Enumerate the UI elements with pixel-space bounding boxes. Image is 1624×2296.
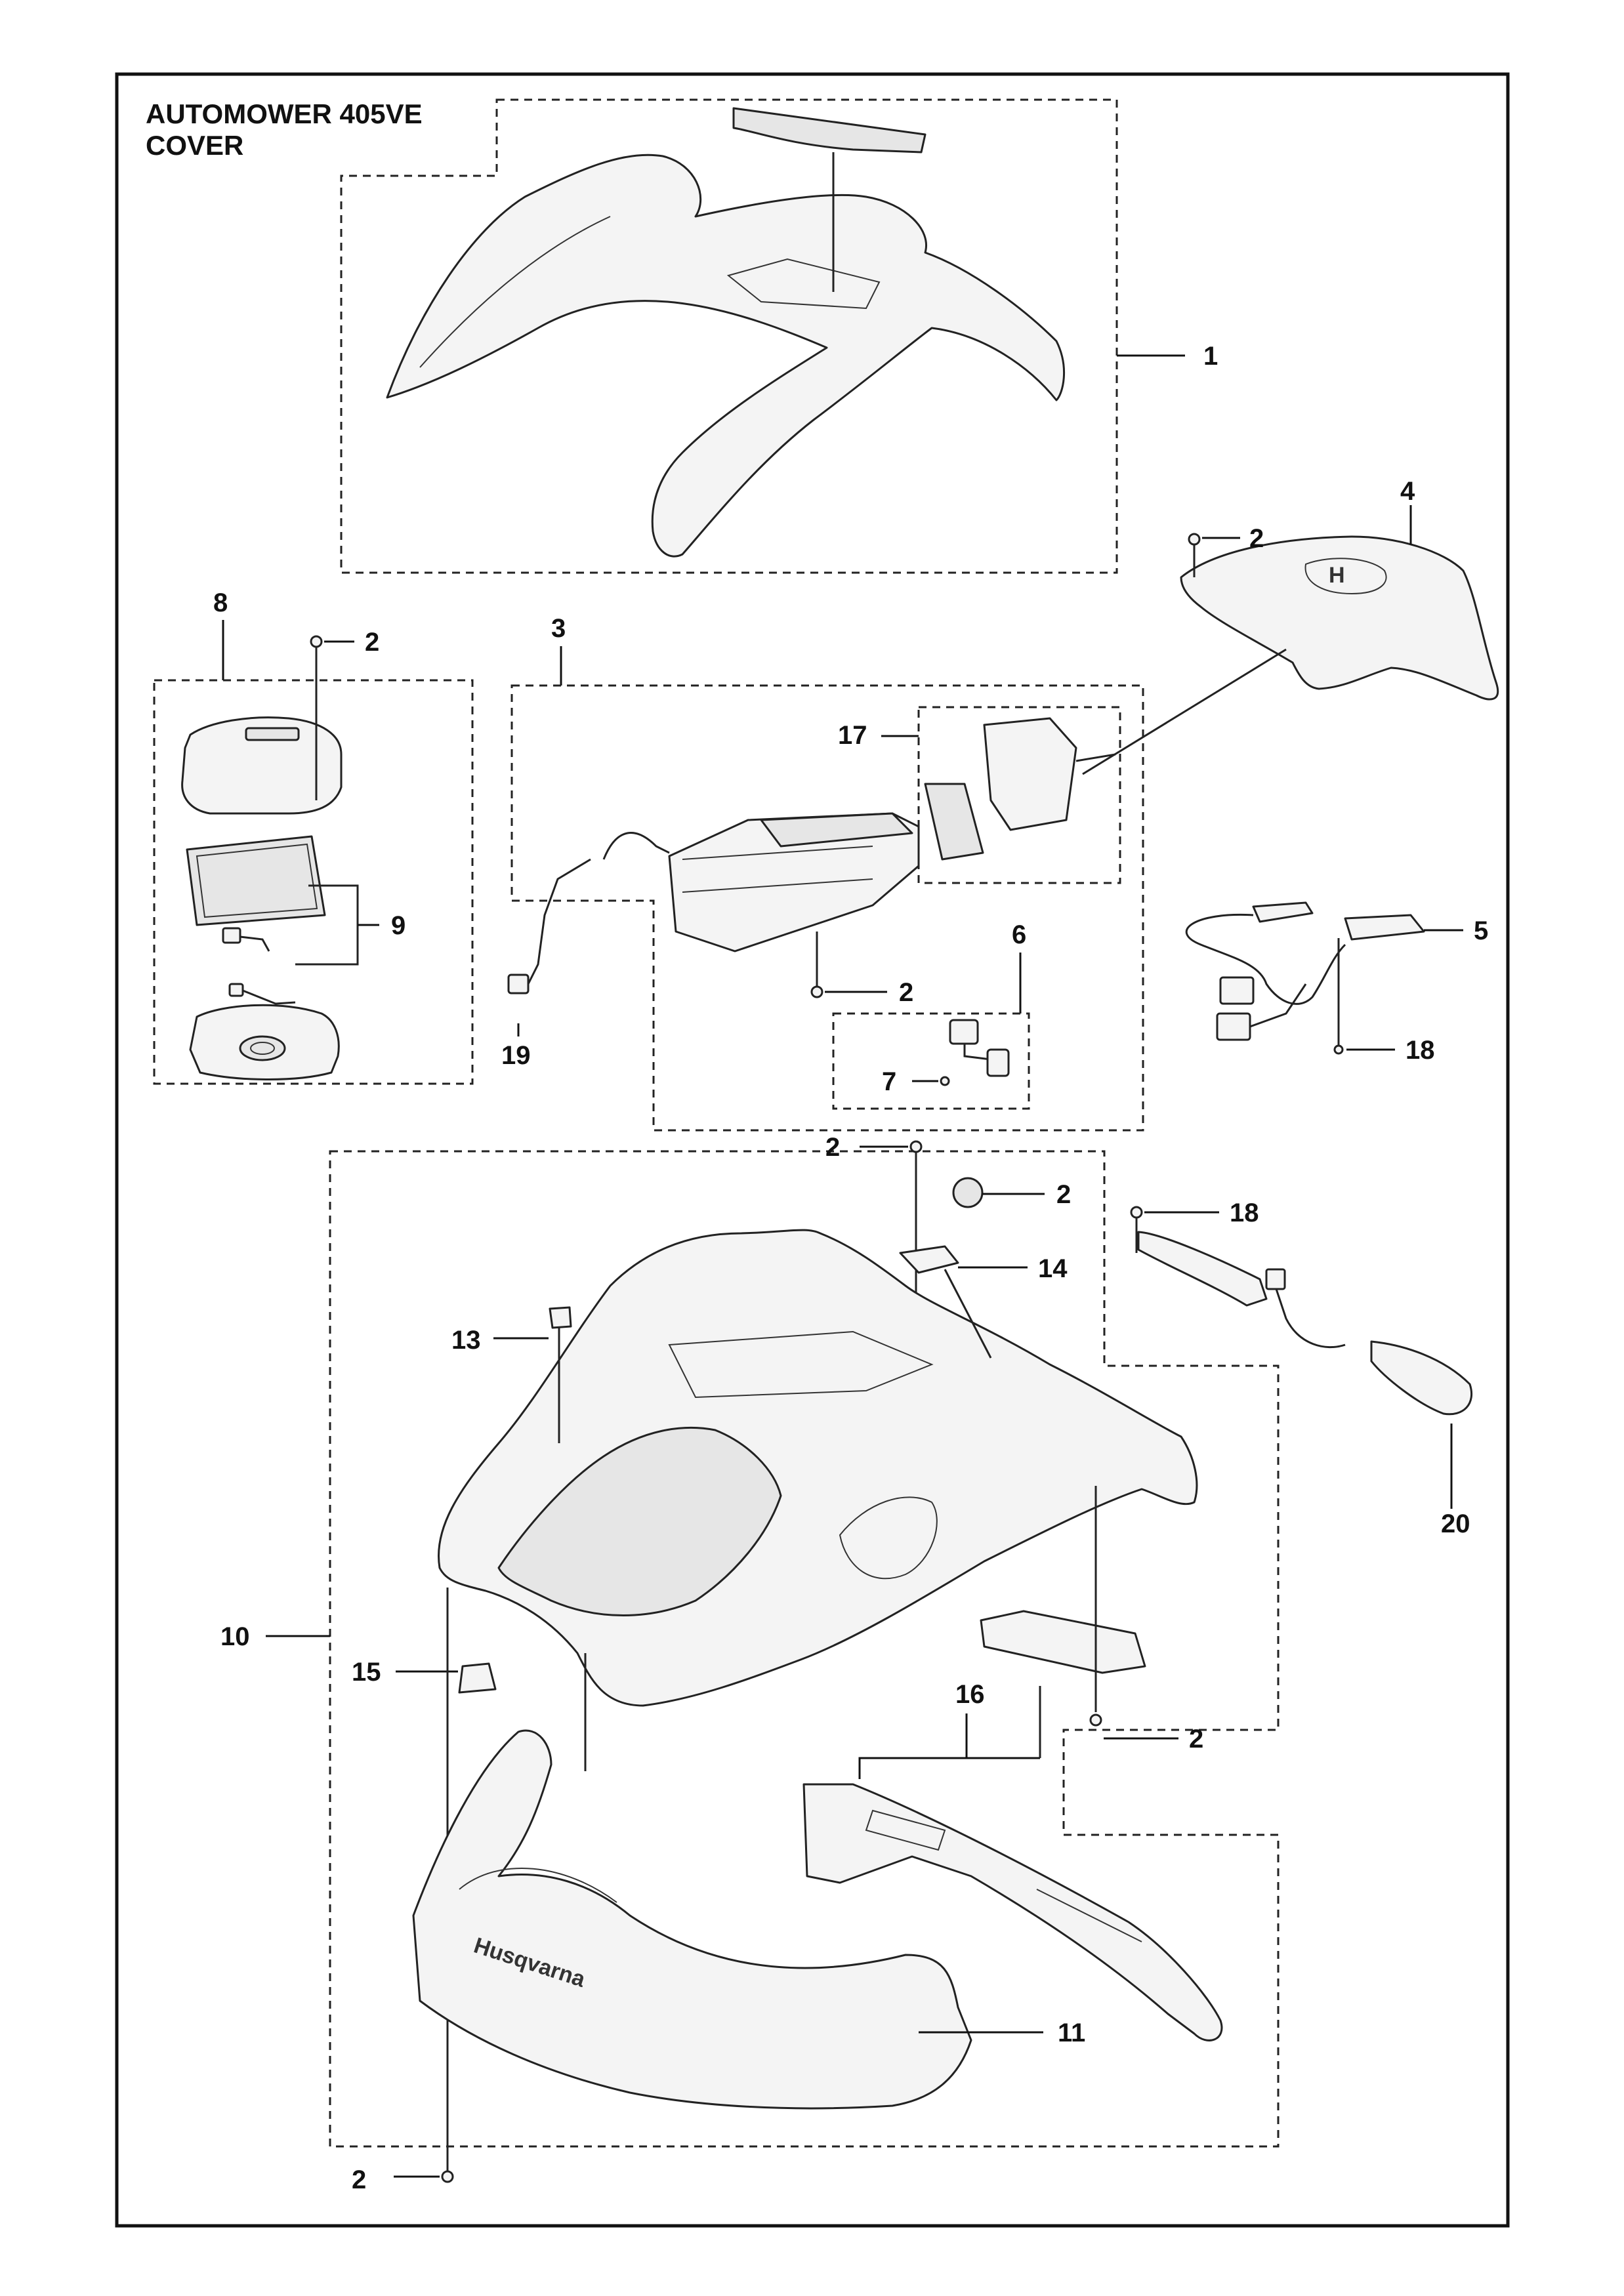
display-frame [983,717,1077,831]
display-seal [924,783,984,861]
screw-icon [1333,1044,1344,1055]
bumper-sensor-part [1137,1231,1473,1416]
screw-icon [940,1076,950,1086]
callout-18: 18 [1405,1036,1435,1065]
support-plate [980,1610,1146,1674]
screw-icon [1130,1206,1143,1219]
callout-12: 14 [1038,1254,1068,1283]
callout-2-a: 2 [1249,524,1264,553]
callout-20: 20 [1441,1509,1470,1538]
connector-plug-19 [507,974,530,994]
logo-mark: H [1329,563,1345,588]
callout-2-e: 18 [1230,1199,1259,1227]
chassis-body-part [438,1229,1198,1707]
callout-6: 6 [1012,920,1026,949]
callout-15: 15 [352,1658,381,1687]
diagram-frame [115,72,1510,2228]
screw-icon [441,2170,454,2183]
callout-16: 16 [955,1680,985,1709]
group-1-boundary [340,98,1118,574]
screw-icon [310,635,323,648]
callout-4: 4 [1400,477,1415,506]
callout-3: 3 [551,614,566,643]
group-8-boundary [153,679,474,1085]
callout-11: 11 [1058,2019,1085,2047]
wire-harness-small [222,927,296,1005]
screw-icon [810,985,823,998]
callout-14: 2 [1056,1180,1071,1209]
callout-17: 17 [838,721,867,750]
screw-icon [909,1140,923,1153]
callout-1: 1 [1203,342,1218,371]
base-plate-part [189,1004,340,1081]
screw-icon [1089,1713,1102,1727]
wire-harness-part [1185,901,1425,1041]
group-10-boundary [329,1150,1280,2148]
callout-2-d: 2 [825,1133,840,1162]
callout-5: 5 [1474,916,1488,945]
plug-14 [952,1177,984,1208]
emblem-plate [732,107,927,154]
callout-10: 10 [220,1622,250,1651]
group-6-boundary [832,1012,1030,1110]
callout-2-c: 2 [899,978,913,1007]
group-3-boundary [510,684,1144,1132]
group-17-boundary [917,706,1121,884]
small-cover-part [181,716,343,815]
callout-2-f: 2 [1189,1725,1203,1753]
electronics-unit-part [602,812,920,953]
callout-13: 13 [451,1326,481,1355]
top-cover-part [386,107,1065,558]
callout-7: 7 [882,1067,896,1096]
clip-13 [549,1306,572,1329]
title-section: COVER [146,130,243,161]
gasket-seal [186,835,326,926]
front-bumper-holder-part [802,1783,1223,2041]
title-model: AUTOMOWER 405VE [146,98,423,129]
screw-icon [1188,533,1201,546]
callout-2-g: 2 [352,2165,366,2194]
bumper-part: Husqvarna [412,1729,972,2110]
callout-8: 8 [213,588,228,617]
handle-holder-part: H [1180,535,1499,701]
callout-19: 19 [501,1041,531,1070]
sensor-part [949,1019,1010,1077]
callout-2-b: 2 [365,628,379,657]
clip-12 [899,1245,959,1274]
foot-15 [458,1662,497,1694]
callout-9: 9 [391,911,406,940]
